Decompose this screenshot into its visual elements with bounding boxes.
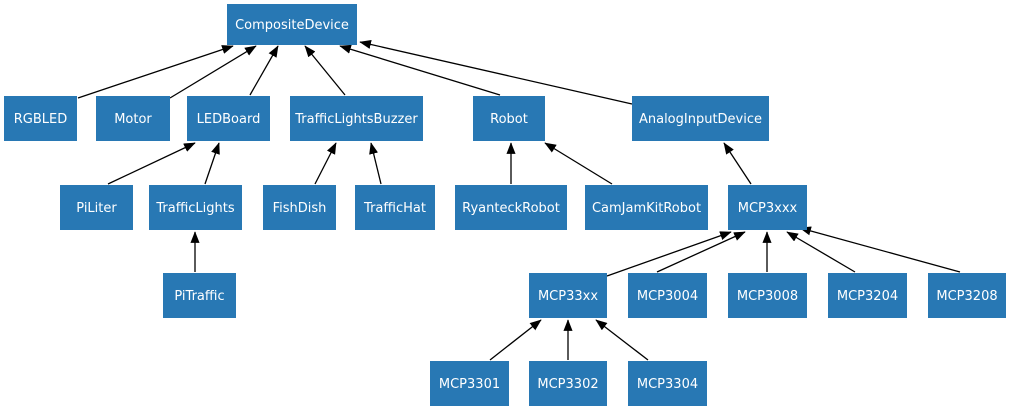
class-node-box-MCP3004[interactable] [628,273,707,318]
class-node-box-TrafficLightsBuzzer[interactable] [290,96,423,141]
class-node-TrafficLightsBuzzer[interactable]: TrafficLightsBuzzer [290,96,423,141]
class-node-box-MCP3xxx[interactable] [728,185,807,230]
edge-PiLiter-to-LEDBoard [107,142,196,185]
class-node-box-MCP3204[interactable] [828,273,907,318]
class-node-MCP3204[interactable]: MCP3204 [828,273,907,318]
class-node-RyanteckRobot[interactable]: RyanteckRobot [455,185,567,230]
class-node-box-RyanteckRobot[interactable] [455,185,567,230]
class-node-TrafficLights[interactable]: TrafficLights [149,185,242,230]
edge-Motor-to-CompositeDevice [169,45,257,99]
class-node-MCP3208[interactable]: MCP3208 [928,273,1006,318]
edge-MCP3208-to-MCP3xxx [799,226,961,273]
edge-TrafficLights-to-LEDBoard [204,142,220,185]
class-node-RGBLED[interactable]: RGBLED [4,96,77,141]
edge-MCP3xxx-to-AnalogInputDevice [723,142,752,185]
edge-TrafficHat-to-TrafficLightsBuzzer [369,142,382,185]
class-node-Robot[interactable]: Robot [473,96,545,141]
edge-MCP3301-to-MCP33xx [489,319,542,361]
class-node-box-MCP3302[interactable] [529,361,607,406]
class-node-MCP33xx[interactable]: MCP33xx [529,273,607,318]
edges-layer [77,39,961,361]
class-node-FishDish[interactable]: FishDish [263,185,336,230]
class-node-box-MCP3208[interactable] [928,273,1006,318]
class-node-box-MCP3008[interactable] [728,273,807,318]
class-node-box-CompositeDevice[interactable] [227,4,357,45]
class-node-box-MCP33xx[interactable] [529,273,607,318]
class-node-CamJamKitRobot[interactable]: CamJamKitRobot [585,185,708,230]
class-node-AnalogInputDevice[interactable]: AnalogInputDevice [632,96,769,141]
class-node-box-AnalogInputDevice[interactable] [632,96,769,141]
class-node-box-TrafficLights[interactable] [149,185,242,230]
class-node-box-Robot[interactable] [473,96,545,141]
class-node-PiTraffic[interactable]: PiTraffic [163,273,236,318]
class-node-TrafficHat[interactable]: TrafficHat [355,185,435,230]
edge-FishDish-to-TrafficLightsBuzzer [314,142,337,185]
class-node-box-CamJamKitRobot[interactable] [585,185,708,230]
class-node-MCP3xxx[interactable]: MCP3xxx [728,185,807,230]
class-node-MCP3004[interactable]: MCP3004 [628,273,707,318]
class-node-Motor[interactable]: Motor [96,96,170,141]
class-node-LEDBoard[interactable]: LEDBoard [187,96,270,141]
class-node-PiLiter[interactable]: PiLiter [60,185,133,230]
edge-LEDBoard-to-CompositeDevice [249,45,279,96]
class-node-box-FishDish[interactable] [263,185,336,230]
edge-MCP3204-to-MCP3xxx [786,231,856,273]
class-node-box-Motor[interactable] [96,96,170,141]
edge-TrafficLightsBuzzer-to-CompositeDevice [304,45,346,96]
class-node-CompositeDevice[interactable]: CompositeDevice [227,4,357,45]
class-node-box-PiTraffic[interactable] [163,273,236,318]
class-node-box-PiLiter[interactable] [60,185,133,230]
class-node-box-MCP3301[interactable] [430,361,509,406]
edge-MCP3004-to-MCP3xxx [656,231,746,273]
edge-CamJamKitRobot-to-Robot [544,142,613,185]
class-node-box-LEDBoard[interactable] [187,96,270,141]
class-node-box-MCP3304[interactable] [628,361,707,406]
class-node-MCP3301[interactable]: MCP3301 [430,361,509,406]
class-node-MCP3302[interactable]: MCP3302 [529,361,607,406]
edge-MCP33xx-to-MCP3xxx [606,231,732,277]
class-node-box-RGBLED[interactable] [4,96,77,141]
edge-RGBLED-to-CompositeDevice [77,45,234,99]
edge-MCP3304-to-MCP33xx [595,319,649,361]
class-node-box-TrafficHat[interactable] [355,185,435,230]
edge-Robot-to-CompositeDevice [339,44,501,96]
edge-AnalogInputDevice-to-CompositeDevice [359,39,633,105]
class-node-MCP3008[interactable]: MCP3008 [728,273,807,318]
class-node-MCP3304[interactable]: MCP3304 [628,361,707,406]
